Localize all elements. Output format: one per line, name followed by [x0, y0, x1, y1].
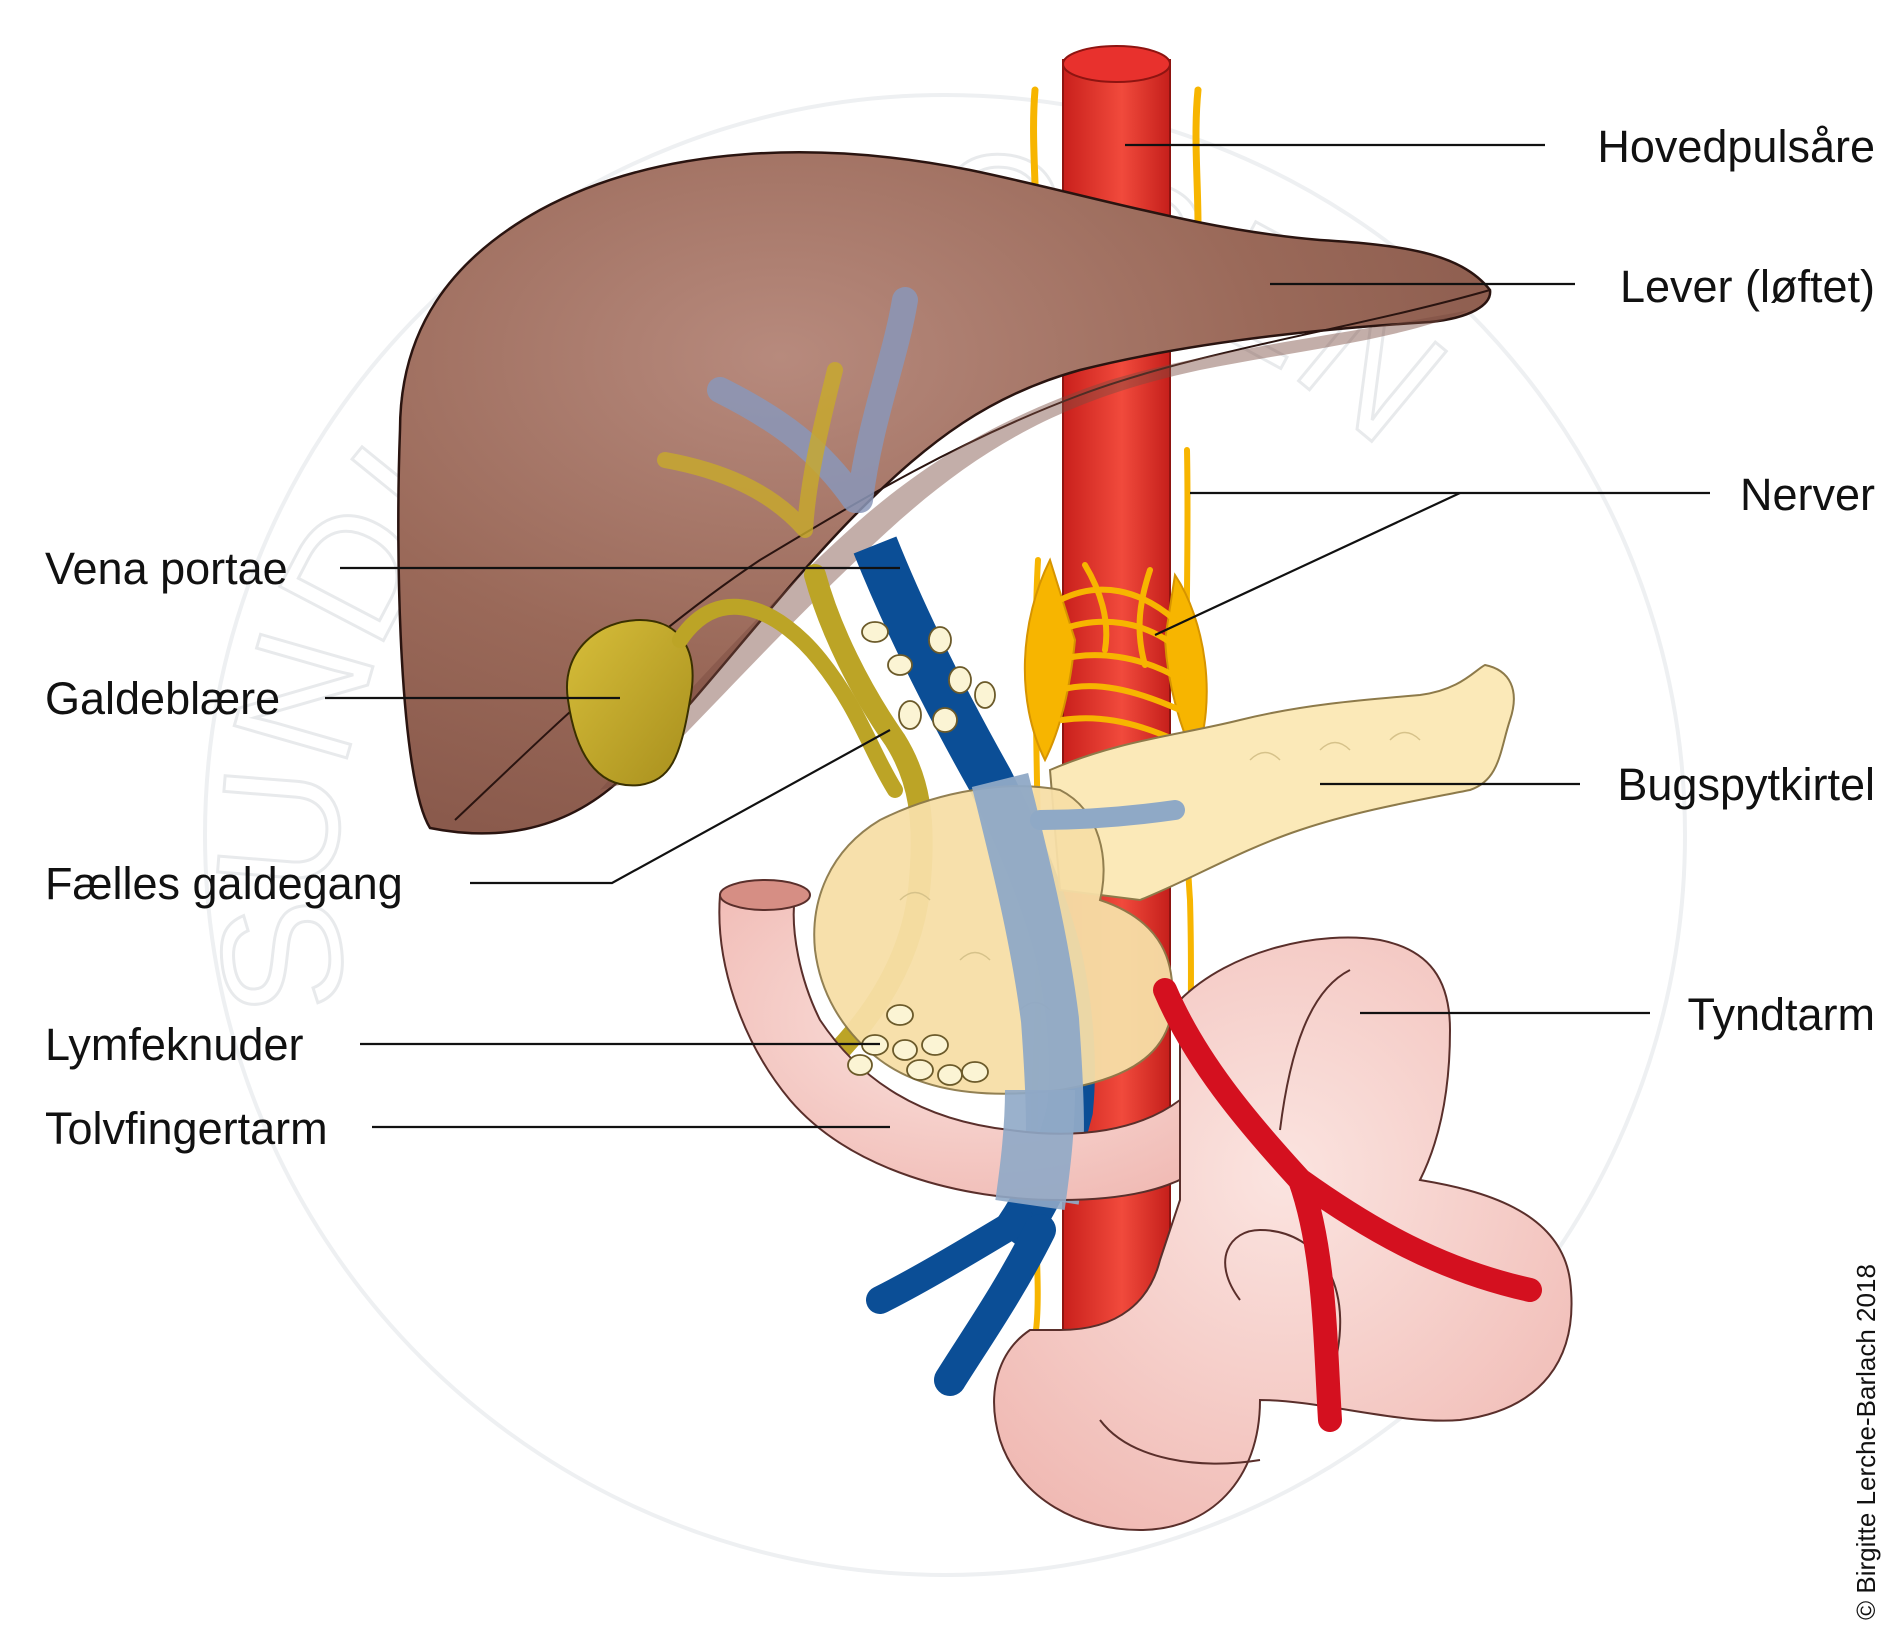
label-lymph-nodes: Lymfeknuder [45, 1019, 303, 1070]
label-common-bile-duct: Fælles galdegang [45, 858, 403, 909]
lymph-node [921, 1034, 949, 1056]
intrahepatic-bile [657, 362, 843, 538]
pancreas-lobule-5 [959, 951, 991, 961]
label-gallbladder: Galdeblære [45, 673, 280, 724]
gallbladder [565, 598, 903, 798]
plexus-fiber-4 [1057, 683, 1183, 713]
leader-lines [325, 143, 1710, 1129]
lymph-node [887, 654, 913, 676]
label-vena-portae: Vena portae [45, 543, 288, 594]
lymph-node [886, 1004, 914, 1026]
lymph-node [937, 1064, 963, 1086]
duodenum-opening [719, 879, 811, 911]
plexus-fiber-7 [1136, 567, 1153, 668]
label-nerves: Nerver [1740, 469, 1875, 520]
label-liver: Lever (løftet) [1620, 261, 1875, 312]
plexus-fiber-2 [1057, 618, 1183, 653]
cystic-duct [672, 598, 903, 798]
splenic-vein-light [1030, 800, 1185, 830]
intestine-fold-1 [1279, 969, 1351, 1131]
small-intestine [993, 936, 1573, 1532]
label-aorta: Hovedpulsåre [1597, 121, 1875, 172]
lymph-node [948, 666, 972, 694]
lymph-node [974, 681, 996, 709]
leader-nerves-branch [1154, 492, 1461, 636]
pancreas-lobule-1 [1249, 751, 1281, 761]
pancreas-lobule-2 [1319, 741, 1351, 751]
lymph-node [892, 1039, 918, 1061]
aorta-top [1062, 45, 1171, 83]
pancreas-lobule-3 [1389, 731, 1421, 741]
label-duodenum: Tolvfingertarm [45, 1103, 328, 1154]
label-small-intestine: Tyndtarm [1687, 989, 1875, 1040]
portal-vein-branch-down [934, 1214, 1056, 1396]
mesenteric-artery [1153, 978, 1542, 1432]
lymph-node [898, 700, 922, 730]
lymph-node [847, 1054, 873, 1076]
plexus-fiber-5 [1059, 715, 1178, 743]
lymph-nodes [847, 621, 996, 1086]
copyright-text: © Birgitte Lerche-Barlach 2018 [1851, 1264, 1881, 1620]
lymph-node [861, 621, 889, 643]
lymph-node [906, 1059, 934, 1081]
watermark-ring [203, 93, 1687, 1577]
lymph-node [961, 1061, 989, 1083]
intestine-fold-3 [1099, 1419, 1261, 1465]
pancreas-lobule-4 [899, 891, 931, 901]
pancreas-tail [1048, 663, 1515, 902]
portal-vein-branch-left [866, 1206, 1034, 1314]
gallbladder-body [565, 618, 694, 787]
plexus-fiber-3 [1055, 652, 1185, 683]
intrahepatic-vein [707, 287, 918, 513]
intestine-fold-2 [1224, 1228, 1342, 1381]
plexus-fibers [1055, 562, 1185, 743]
plexus-left [1023, 557, 1077, 763]
duodenum-vein-band [995, 1089, 1075, 1210]
label-pancreas: Bugspytkirtel [1617, 759, 1875, 810]
labels: Hovedpulsåre Lever (løftet) Nerver Vena … [45, 121, 1875, 1154]
leader-bile-duct [470, 729, 891, 885]
lymph-node [932, 707, 958, 733]
nerve-plexus [1023, 557, 1208, 763]
lymph-node [928, 626, 952, 654]
plexus-fiber-1 [1057, 586, 1178, 623]
plexus-fiber-6 [1082, 562, 1110, 653]
